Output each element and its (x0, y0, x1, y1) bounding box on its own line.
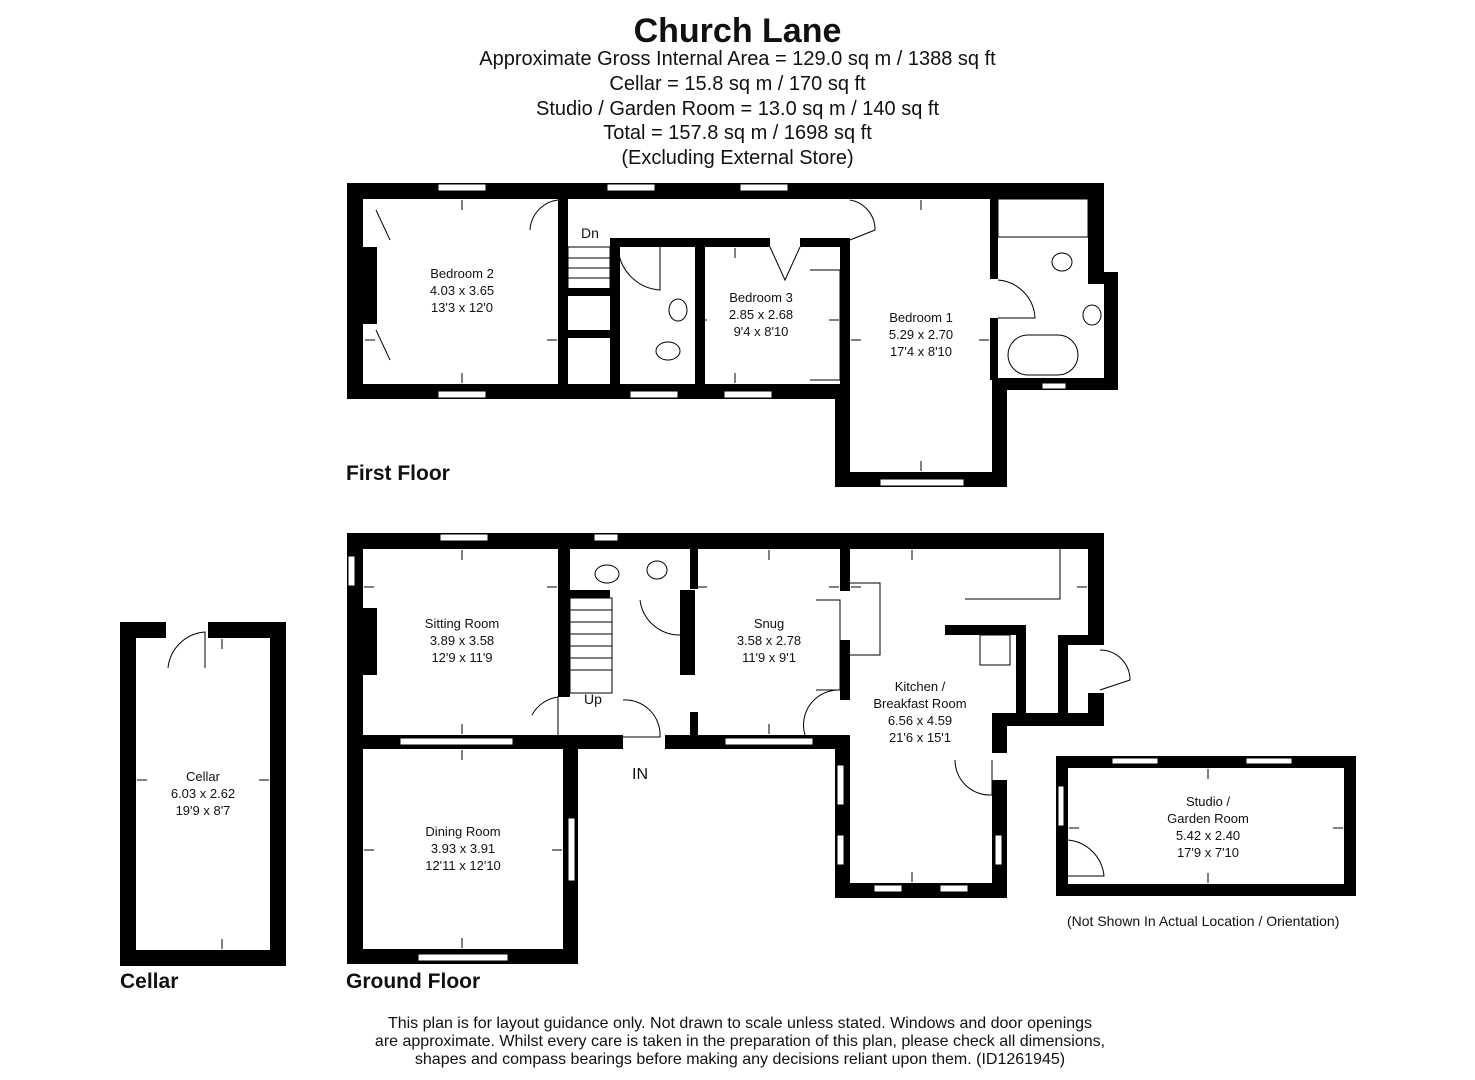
disclaimer-line: shapes and compass bearings before makin… (414, 1051, 1066, 1068)
bedroom1-metric: 5.29 x 2.70 (889, 327, 953, 342)
studio-walls (1056, 756, 1356, 896)
cellar-door-swing (167, 631, 206, 669)
studio-area-line: Studio / Garden Room = 13.0 sq m / 140 s… (536, 98, 939, 120)
entrance-label: IN (632, 766, 648, 783)
total-area-line: Total = 157.8 sq m / 1698 sq ft (603, 122, 872, 144)
bedroom3-imperial: 9'4 x 8'10 (734, 324, 789, 339)
kitchen-metric: 6.56 x 4.59 (888, 713, 952, 728)
studio-name-line2: Garden Room (1167, 811, 1249, 826)
bedroom3-name: Bedroom 3 (729, 290, 793, 305)
bedroom1-imperial: 17'4 x 8'10 (890, 344, 952, 359)
excluding-note-line: (Excluding External Store) (621, 147, 854, 169)
dining-room-imperial: 12'11 x 12'10 (425, 858, 501, 873)
dining-room-metric: 3.93 x 3.91 (431, 841, 495, 856)
disclaimer-line: are approximate. Whilst every care is ta… (374, 1033, 1106, 1050)
stairs-up-label: Up (584, 691, 602, 707)
snug-name: Snug (754, 616, 784, 631)
ground-floor-fixtures (531, 549, 1131, 796)
first-floor-windows (437, 183, 1067, 487)
studio-windows (1057, 757, 1293, 827)
studio-imperial: 17'9 x 7'10 (1177, 845, 1239, 860)
sitting-room-metric: 3.89 x 3.58 (430, 633, 494, 648)
kitchen-name-line1: Kitchen / (895, 679, 946, 694)
first-floor-fixtures (375, 198, 1102, 381)
studio-name-line1: Studio / (1186, 794, 1230, 809)
disclaimer-text: This plan is for layout guidance only. N… (300, 1015, 1180, 1069)
studio-door-swing (1067, 839, 1105, 877)
dimension-markers (137, 200, 1343, 949)
ground-floor-windows (347, 533, 1003, 962)
gross-area-line: Approximate Gross Internal Area = 129.0 … (479, 48, 996, 70)
kitchen-imperial: 21'6 x 15'1 (889, 730, 951, 745)
ground-floor-label: Ground Floor (346, 970, 481, 993)
cellar-walls (120, 622, 286, 966)
cellar-metric: 6.03 x 2.62 (171, 786, 235, 801)
cellar-floor-label: Cellar (120, 970, 179, 993)
studio-metric: 5.42 x 2.40 (1176, 828, 1240, 843)
dining-room-name: Dining Room (425, 824, 500, 839)
snug-metric: 3.58 x 2.78 (737, 633, 801, 648)
snug-imperial: 11'9 x 9'1 (742, 650, 796, 665)
ground-floor-walls (347, 533, 1104, 964)
stairs-down-label: Dn (581, 225, 599, 241)
cellar-name: Cellar (186, 769, 221, 784)
studio-orientation-note: (Not Shown In Actual Location / Orientat… (1067, 913, 1339, 929)
cellar-area-line: Cellar = 15.8 sq m / 170 sq ft (609, 73, 866, 95)
cellar-imperial: 19'9 x 8'7 (176, 803, 231, 818)
bedroom2-metric: 4.03 x 3.65 (430, 283, 494, 298)
sitting-room-imperial: 12'9 x 11'9 (431, 650, 492, 665)
sitting-room-name: Sitting Room (425, 616, 499, 631)
bedroom2-imperial: 13'3 x 12'0 (431, 300, 493, 315)
disclaimer-line: This plan is for layout guidance only. N… (387, 1015, 1093, 1032)
bedroom3-metric: 2.85 x 2.68 (729, 307, 793, 322)
bedroom2-name: Bedroom 2 (430, 266, 494, 281)
plan-title: Church Lane (633, 12, 842, 50)
kitchen-name-line2: Breakfast Room (873, 696, 966, 711)
bedroom1-name: Bedroom 1 (889, 310, 953, 325)
first-floor-walls (347, 183, 1118, 487)
first-floor-label: First Floor (346, 462, 450, 485)
